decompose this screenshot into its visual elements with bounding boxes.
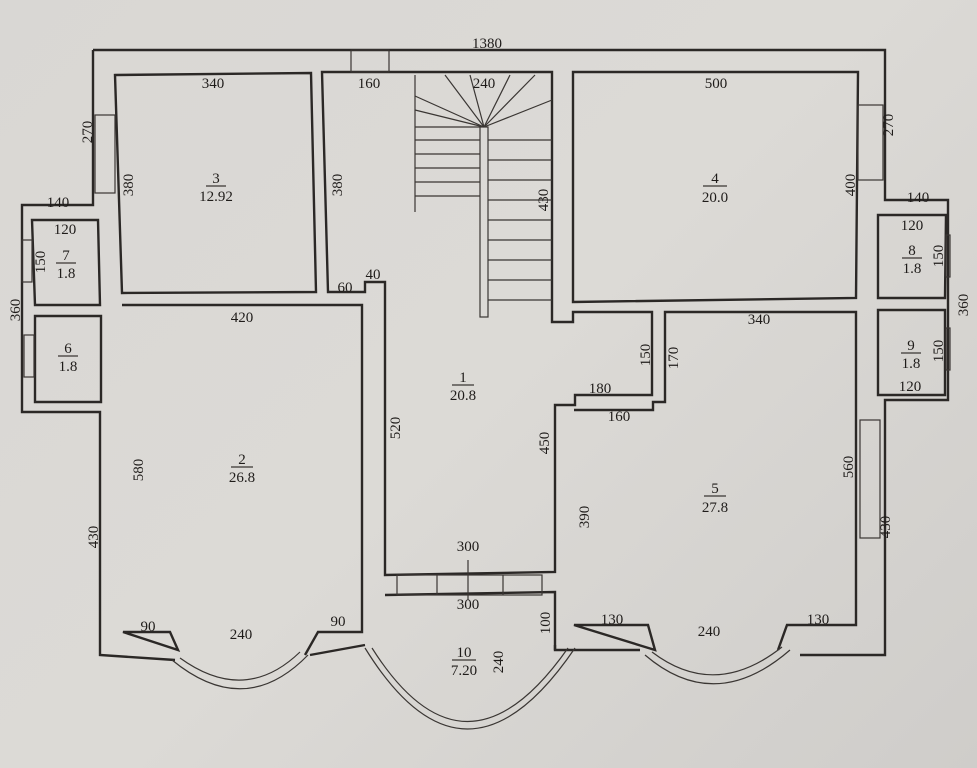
dim-corridor-right-b: 170 <box>666 347 682 370</box>
svg-text:27.8: 27.8 <box>702 500 728 516</box>
dim-room3-width: 340 <box>202 76 225 92</box>
svg-text:1.8: 1.8 <box>59 359 78 375</box>
dim-corridor-right-a: 150 <box>638 344 654 367</box>
dim-corridor-step-b: 160 <box>608 409 631 425</box>
room-label-8: 81.8 <box>902 243 922 277</box>
dim-left-lower: 430 <box>86 526 102 549</box>
dim-room5-bay-left: 130 <box>601 612 624 628</box>
room-2-bay <box>171 651 309 690</box>
dim-room5-bay-right: 130 <box>807 612 830 628</box>
room-label-9: 91.8 <box>901 338 921 372</box>
staircase <box>414 74 553 318</box>
room-labels: 120.8 226.8 312.92 420.0 527.8 61.8 71.8… <box>56 171 922 679</box>
dim-room2-bay-left: 90 <box>141 619 156 635</box>
dim-room4-height: 400 <box>843 174 859 197</box>
dim-overall-width: 1380 <box>472 36 502 52</box>
room-8-outline <box>876 213 948 300</box>
room-7-outline <box>30 218 102 307</box>
svg-text:5: 5 <box>711 481 719 497</box>
svg-text:8: 8 <box>908 243 916 259</box>
room-5-outline <box>573 310 858 652</box>
svg-text:7: 7 <box>62 248 70 264</box>
dim-right-upper: 270 <box>881 114 897 137</box>
dim-left-side: 360 <box>8 299 24 322</box>
room-2-outline <box>122 303 364 656</box>
dim-entrance-inner: 300 <box>457 539 480 555</box>
svg-text:26.8: 26.8 <box>229 470 255 486</box>
svg-text:12.92: 12.92 <box>199 189 233 205</box>
svg-text:1.8: 1.8 <box>902 356 921 372</box>
svg-text:6: 6 <box>64 341 72 357</box>
dim-porch-side: 100 <box>538 612 554 635</box>
dim-room8-height: 150 <box>931 245 947 268</box>
dim-room5-width: 340 <box>748 312 771 328</box>
dim-room7-height: 150 <box>33 251 49 274</box>
dim-room5-left: 390 <box>577 506 593 529</box>
dim-hall-jog-a: 60 <box>338 280 353 296</box>
dim-room9-width: 120 <box>899 379 922 395</box>
dim-corridor-top: 160 <box>358 76 381 92</box>
room-label-6: 61.8 <box>58 341 78 375</box>
entrance-door <box>396 560 543 600</box>
hall-outline <box>320 70 654 577</box>
svg-text:10: 10 <box>457 645 472 661</box>
dim-stair-width: 240 <box>473 76 496 92</box>
dim-room5-right: 560 <box>841 456 857 479</box>
dim-room2-width: 420 <box>231 310 254 326</box>
room-4-outline <box>571 70 860 304</box>
dim-hall-left: 520 <box>388 417 404 440</box>
dim-room4-width: 500 <box>705 76 728 92</box>
room-label-5: 527.8 <box>702 481 728 516</box>
svg-text:20.0: 20.0 <box>702 190 728 206</box>
room-5-bay <box>644 646 791 685</box>
room-9-outline <box>876 308 947 397</box>
dimension-labels: 1380 340 160 240 500 270 380 380 430 400… <box>8 36 972 673</box>
dim-stair-length: 430 <box>536 189 552 212</box>
dim-hall-right: 450 <box>537 432 553 455</box>
dim-room8-width: 120 <box>901 218 924 234</box>
dim-room2-height: 580 <box>131 459 147 482</box>
dim-room9-height: 150 <box>931 340 947 363</box>
room-label-2: 226.8 <box>229 452 255 486</box>
room-10-bay <box>364 647 576 730</box>
dim-right-niche: 140 <box>907 190 930 206</box>
dim-room3-height: 380 <box>121 174 137 197</box>
svg-text:1.8: 1.8 <box>57 266 76 282</box>
svg-text:3: 3 <box>212 171 220 187</box>
dim-left-upper: 270 <box>80 121 96 144</box>
dim-room2-bay: 240 <box>230 627 253 643</box>
room-label-7: 71.8 <box>56 248 76 282</box>
dim-porch-depth: 240 <box>491 651 507 674</box>
svg-text:1: 1 <box>459 370 467 386</box>
dim-hall-jog-b: 40 <box>366 267 381 283</box>
dim-room7-width: 120 <box>54 222 77 238</box>
outer-wall <box>20 48 950 662</box>
dim-entrance-outer: 300 <box>457 597 480 613</box>
dim-room2-bay-right: 90 <box>331 614 346 630</box>
room-label-3: 312.92 <box>199 171 233 205</box>
room-label-4: 420.0 <box>702 171 728 206</box>
room-label-1: 120.8 <box>450 370 476 404</box>
room-3-outline <box>113 71 318 295</box>
dim-right-side: 360 <box>956 294 972 317</box>
svg-text:2: 2 <box>238 452 246 468</box>
dim-room5-bay: 240 <box>698 624 721 640</box>
svg-text:7.20: 7.20 <box>451 663 477 679</box>
dim-right-lower: 430 <box>878 516 894 539</box>
svg-text:9: 9 <box>907 338 915 354</box>
svg-text:4: 4 <box>711 171 719 187</box>
svg-text:1.8: 1.8 <box>903 261 922 277</box>
svg-text:20.8: 20.8 <box>450 388 476 404</box>
windows <box>21 49 951 539</box>
dim-hall-height: 380 <box>330 174 346 197</box>
room-6-outline <box>33 314 103 404</box>
dim-left-niche: 140 <box>47 195 70 211</box>
room-label-10: 107.20 <box>451 645 477 679</box>
dim-corridor-step-a: 180 <box>589 381 612 397</box>
room-10-outline <box>384 590 557 650</box>
